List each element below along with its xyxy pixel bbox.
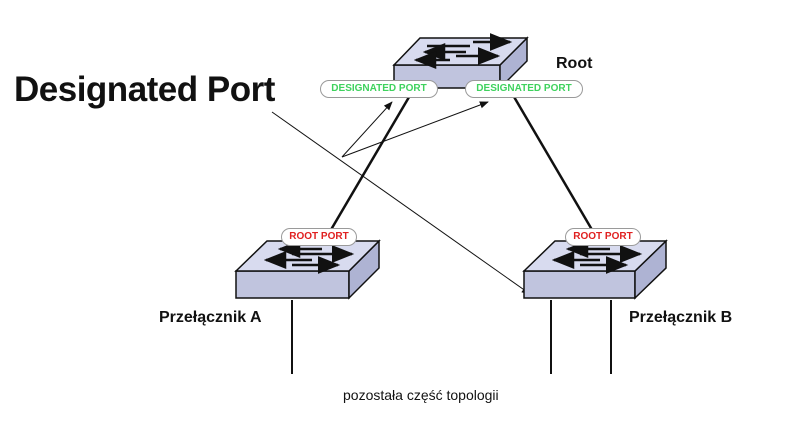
designated-port-badge-left: DESIGNATED PORT [320, 80, 438, 98]
arrow-icon [263, 240, 355, 274]
designated-port-badge-right: DESIGNATED PORT [465, 80, 583, 98]
root-port-badge-b: ROOT PORT [565, 228, 641, 246]
switch-a-label: Przełącznik A [159, 309, 262, 326]
root-port-badge-a: ROOT PORT [281, 228, 357, 246]
switch-icon [522, 239, 668, 300]
arrow-icon [413, 33, 513, 69]
link-root-b [508, 89, 600, 241]
pointer-arrow-3 [271, 111, 531, 295]
root-switch-label: Root [556, 55, 593, 72]
diagram-heading: Designated Port [14, 70, 275, 109]
arrow-icon [551, 240, 643, 274]
pointer-arrow-2 [341, 101, 489, 158]
switch-b-label: Przełącznik B [629, 309, 733, 326]
topology-footer: pozostała część topologii [343, 387, 499, 403]
switch-icon [234, 239, 381, 300]
link-root-a [320, 91, 414, 246]
pointer-arrow-1 [341, 101, 393, 158]
